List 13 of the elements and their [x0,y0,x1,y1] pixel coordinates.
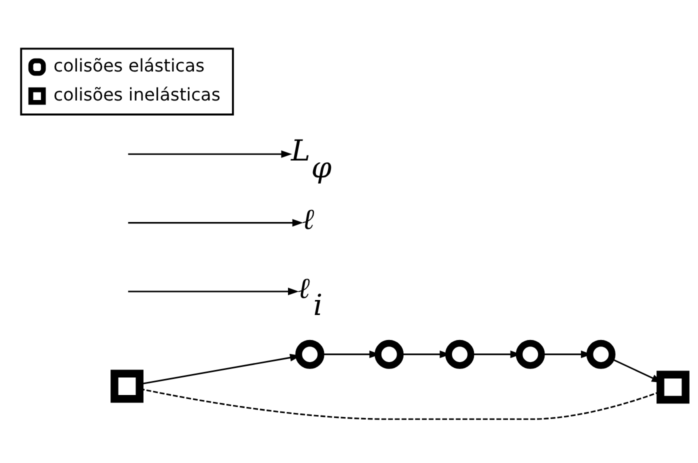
legend-label: colisões elásticas [54,56,205,76]
node-circle [516,340,545,369]
node-circle [295,340,324,369]
arrow [128,219,304,227]
arrow [128,288,299,296]
node-circle [586,340,616,369]
node-text: ℓ [302,202,314,236]
node-circle [374,340,404,369]
legend-label: colisões inelásticas [54,85,220,106]
node-box [656,370,690,404]
arrow [128,150,292,158]
node-box [110,370,144,403]
node-circle [445,340,474,369]
